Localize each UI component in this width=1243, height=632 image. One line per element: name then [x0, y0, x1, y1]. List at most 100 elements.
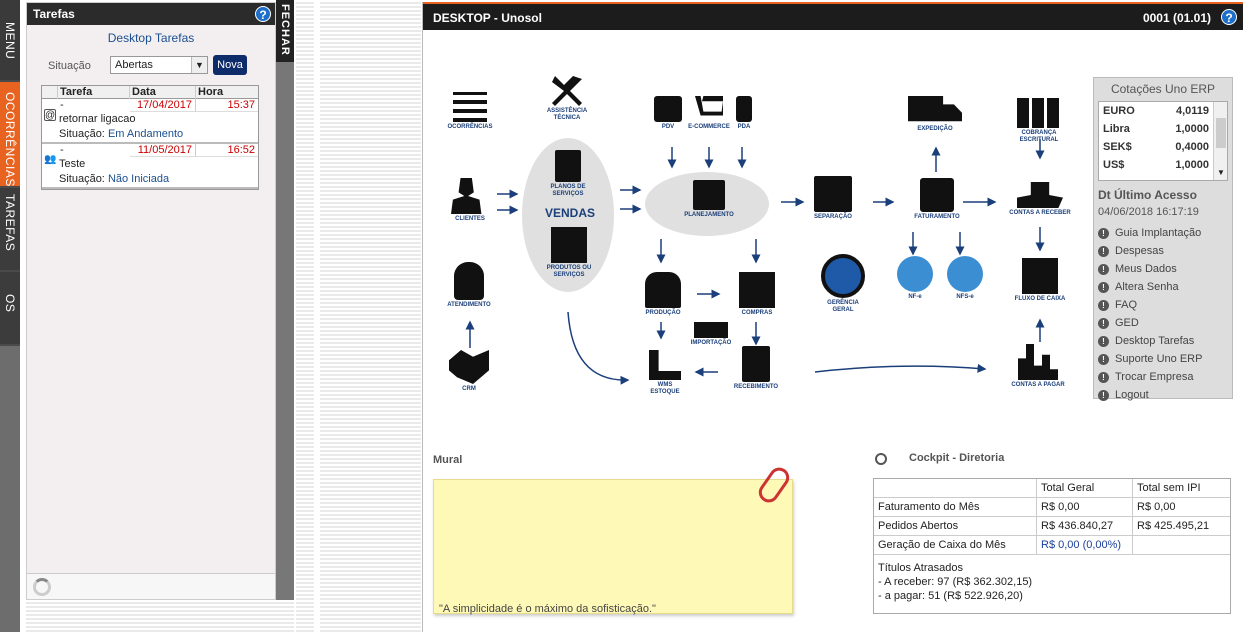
container-truck-icon [694, 322, 728, 338]
currency-value: 1,0000 [1175, 123, 1209, 135]
quick-links: !Guia Implantação !Despesas !Meus Dados … [1094, 222, 1232, 406]
node-planejamento[interactable]: PLANEJAMENTO [679, 180, 739, 219]
link-guia-implantacao[interactable]: !Guia Implantação [1098, 224, 1228, 242]
link-ged[interactable]: !GED [1098, 314, 1228, 332]
link-despesas[interactable]: !Despesas [1098, 242, 1228, 260]
tab-tarefas[interactable]: TAREFAS [0, 188, 20, 270]
link-label: Meus Dados [1115, 263, 1177, 275]
node-pda[interactable]: PDA [731, 96, 757, 131]
node-compras[interactable]: COMPRAS [733, 272, 781, 317]
list-item[interactable]: @ - 17/04/2017 15:37 retornar ligacao Si… [42, 99, 258, 144]
tarefas-panel: Tarefas ? Desktop Tarefas Situação Abert… [26, 2, 276, 600]
chevron-down-icon[interactable]: ▼ [1217, 168, 1225, 177]
item-data: 11/05/2017 [130, 144, 196, 157]
node-ecommerce[interactable]: E-COMMERCE [687, 96, 731, 131]
link-label: Guia Implantação [1115, 227, 1202, 239]
link-logout[interactable]: !Logout [1098, 386, 1228, 404]
node-contas-receber[interactable]: CONTAS A RECEBER [1009, 182, 1071, 217]
nova-button[interactable]: Nova [213, 55, 247, 75]
tab-os[interactable]: OS [0, 272, 20, 344]
box-upload-icon [551, 227, 587, 263]
currency-value: 1,0000 [1175, 159, 1209, 171]
mobile-icon [736, 96, 752, 122]
node-contas-pagar[interactable]: CONTAS A PAGAR [1009, 344, 1067, 389]
bullet-icon: ! [1098, 263, 1109, 275]
node-fluxo[interactable]: FLUXO DE CAIXA [1011, 258, 1069, 303]
item-status: Situação: Não Iniciada [42, 172, 258, 187]
item-status: Situação: Em Andamento [42, 127, 258, 142]
table-row: Geração de Caixa do Mês R$ 0,00 (0,00%) [874, 536, 1230, 555]
link-desktop-tarefas[interactable]: !Desktop Tarefas [1098, 332, 1228, 350]
node-clientes[interactable]: CLIENTES [447, 178, 493, 223]
status-value: Não Iniciada [107, 173, 170, 185]
situacao-select[interactable]: Abertas ▼ [110, 56, 208, 74]
node-planos[interactable]: PLANOS DE SERVIÇOS [535, 150, 601, 198]
chevron-down-icon: ▼ [191, 57, 207, 73]
process-diagram: OCORRÊNCIAS ASSISTÊNCIA TÉCNICA PDV E-CO… [423, 32, 1083, 412]
link-label: Altera Senha [1115, 281, 1179, 293]
titulos-receber[interactable]: - A receber: 97 (R$ 362.302,15) [878, 576, 1033, 588]
tab-menu[interactable]: MENU [0, 0, 20, 80]
link-trocar-empresa[interactable]: !Trocar Empresa [1098, 368, 1228, 386]
hand-money-icon [1017, 182, 1063, 208]
node-wms[interactable]: WMS ESTOQUE [645, 350, 685, 396]
tab-ocorrencias-label: OCORRÊNCIAS [3, 92, 17, 187]
at-icon: @ [44, 109, 56, 121]
mural-note[interactable]: "A simplicidade é o máximo da sofisticaç… [433, 463, 794, 615]
cotacoes-scrollbar[interactable]: ▼ [1213, 102, 1227, 180]
list-item[interactable]: 👥 - 11/05/2017 16:52 Teste Situação: Não… [42, 144, 258, 189]
cotacoes-title: Cotações Uno ERP [1110, 82, 1216, 96]
situacao-label: Situação [48, 60, 91, 72]
link-altera-senha[interactable]: !Altera Senha [1098, 278, 1228, 296]
documents-icon [1017, 98, 1061, 128]
fechar-tab[interactable]: FECHAR [276, 0, 294, 62]
link-meus-dados[interactable]: ! Meus Dados [1098, 260, 1228, 278]
node-producao[interactable]: PRODUÇÃO [641, 272, 685, 317]
dollar-stairs-icon [1018, 344, 1058, 380]
row-sem-ipi: R$ 425.495,21 [1137, 520, 1210, 532]
status-value: Em Andamento [107, 128, 184, 140]
node-label: NFS-e [956, 294, 974, 300]
node-label: EXPEDIÇÃO [917, 126, 953, 132]
help-icon[interactable]: ? [255, 6, 271, 22]
scrollbar-thumb[interactable] [1216, 118, 1226, 148]
node-atendimento[interactable]: ATENDIMENTO [441, 262, 497, 309]
link-label: Logout [1115, 389, 1149, 401]
cash-register-cycle-icon [1022, 258, 1058, 294]
node-cobranca[interactable]: COBRANÇA ESCRITURAL [1011, 98, 1067, 144]
workers-icon [645, 272, 681, 308]
background-stripes [320, 0, 421, 632]
node-label: CONTAS A PAGAR [1011, 382, 1065, 388]
nfse-icon [947, 256, 983, 292]
node-crm[interactable]: CRM [449, 350, 489, 393]
node-separacao[interactable]: SEPARAÇÃO [809, 176, 857, 221]
node-gerencia[interactable]: GERÊNCIA GERAL [819, 254, 867, 314]
mural-quote: "A simplicidade é o máximo da sofisticaç… [439, 603, 656, 615]
link-label: Suporte Uno ERP [1115, 353, 1203, 365]
node-recebimento[interactable]: RECEBIMENTO [731, 346, 781, 391]
node-expedicao[interactable]: EXPEDIÇÃO [907, 96, 963, 133]
node-produtos[interactable]: PRODUTOS OU SERVIÇOS [541, 227, 597, 279]
node-pdv[interactable]: PDV [653, 96, 683, 131]
help-icon[interactable]: ? [1221, 9, 1237, 25]
node-nfe[interactable]: NF-e [895, 256, 935, 301]
node-faturamento[interactable]: FATURAMENTO [909, 178, 965, 221]
node-nfse[interactable]: NFS-e [943, 256, 987, 301]
tab-os-label: OS [3, 294, 17, 313]
link-suporte[interactable]: !Suporte Uno ERP [1098, 350, 1228, 368]
row-geral-link[interactable]: R$ 0,00 (0,00%) [1037, 536, 1133, 554]
node-importacao[interactable]: IMPORTAÇÃO [689, 322, 733, 347]
table-row: Pedidos Abertos R$ 436.840,27 R$ 425.495… [874, 517, 1230, 536]
cockpit-gauge-icon[interactable] [875, 453, 887, 465]
node-label: ASSISTÊNCIA TÉCNICA [546, 108, 588, 121]
tab-ocorrencias[interactable]: OCORRÊNCIAS [0, 82, 20, 187]
titulos-pagar[interactable]: - a pagar: 51 (R$ 522.926,20) [878, 590, 1023, 602]
node-label: PRODUÇÃO [645, 310, 681, 316]
node-assistencia[interactable]: ASSISTÊNCIA TÉCNICA [533, 76, 601, 122]
node-label: RECEBIMENTO [733, 384, 779, 390]
tarefas-subtitle-link[interactable]: Desktop Tarefas [107, 31, 195, 45]
link-faq[interactable]: !FAQ [1098, 296, 1228, 314]
node-ocorrencias[interactable]: OCORRÊNCIAS [445, 92, 495, 131]
people-icon: 👥 [44, 154, 57, 165]
table-row: Faturamento do Mês R$ 0,00 R$ 0,00 [874, 498, 1230, 517]
